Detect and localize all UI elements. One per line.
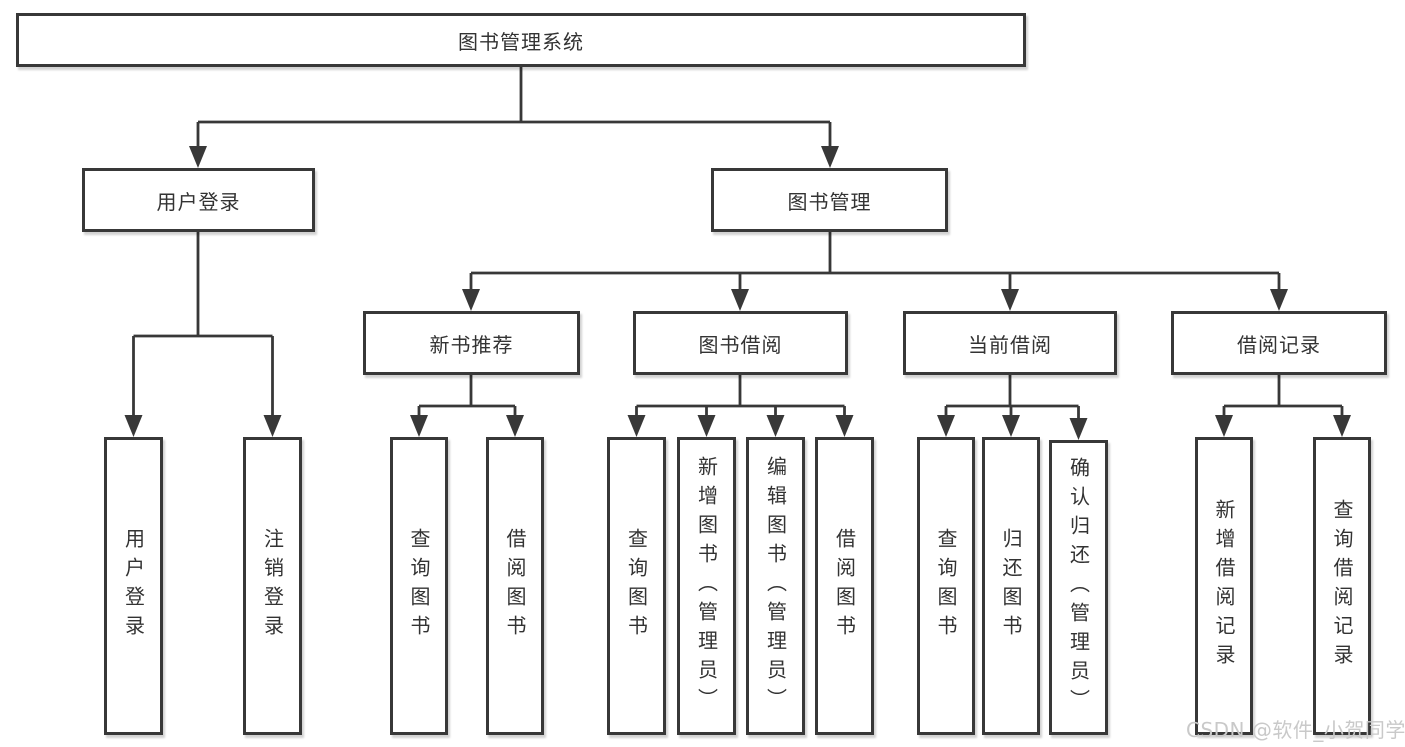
node-current-borrow: 当前借阅 (903, 311, 1117, 375)
node-label: 用户登录 (121, 528, 146, 644)
node-label: 图书管理系统 (458, 29, 584, 54)
node-leaf-add-book-admin: 新增图书（管理员） (677, 437, 736, 735)
node-label: 编辑图书（管理员） (763, 455, 788, 717)
node-label: 新增图书（管理员） (694, 455, 719, 717)
node-label: 查询图书 (407, 528, 431, 644)
node-leaf-query-book-1: 查询图书 (390, 437, 448, 735)
node-new-book-recommend: 新书推荐 (363, 311, 580, 375)
node-leaf-borrow-book-2: 借阅图书 (815, 437, 874, 735)
node-label: 查询图书 (934, 528, 958, 644)
connector-current-borrow-to-children (937, 375, 1088, 440)
node-book-management: 图书管理 (711, 168, 948, 232)
node-leaf-user-login: 用户登录 (104, 437, 163, 735)
node-label: 查询图书 (624, 528, 649, 644)
node-leaf-borrow-book-1: 借阅图书 (486, 437, 544, 735)
node-user-login: 用户登录 (82, 168, 315, 232)
node-leaf-return-book: 归还图书 (982, 437, 1040, 735)
node-label: 借阅图书 (503, 528, 527, 644)
node-label: 归还图书 (999, 528, 1023, 644)
node-label: 确认归还（管理员） (1066, 457, 1091, 718)
node-leaf-query-book-2: 查询图书 (607, 437, 666, 735)
connector-book-management-to-children (462, 232, 1288, 311)
connector-borrow-record-to-children (1215, 375, 1351, 437)
node-label: 注销登录 (260, 528, 285, 644)
node-leaf-logout: 注销登录 (243, 437, 302, 735)
node-book-borrow: 图书借阅 (633, 311, 848, 375)
node-library-management-system: 图书管理系统 (16, 13, 1026, 67)
node-label: 新书推荐 (429, 332, 514, 357)
node-label: 当前借阅 (968, 332, 1052, 357)
connector-book-borrow-to-children (627, 375, 854, 437)
node-label: 借阅记录 (1237, 332, 1321, 357)
node-leaf-confirm-return-admin: 确认归还（管理员） (1049, 440, 1108, 735)
connector-root-to-branches (189, 67, 839, 168)
csdn-watermark: CSDN @软件_小贺同学 (1186, 718, 1405, 742)
node-label: 查询借阅记录 (1330, 499, 1354, 673)
connector-new-book-to-children (410, 375, 524, 437)
node-leaf-add-borrow-record: 新增借阅记录 (1195, 437, 1253, 735)
node-borrow-record: 借阅记录 (1171, 311, 1387, 375)
node-label: 图书管理 (787, 189, 872, 214)
node-label: 用户登录 (156, 189, 241, 214)
node-label: 图书借阅 (698, 332, 783, 357)
node-label: 新增借阅记录 (1212, 499, 1236, 673)
node-leaf-query-borrow-record: 查询借阅记录 (1313, 437, 1371, 735)
node-label: 借阅图书 (832, 528, 857, 644)
connector-user-login-to-children (124, 232, 282, 437)
node-leaf-query-book-3: 查询图书 (917, 437, 975, 735)
node-leaf-edit-book-admin: 编辑图书（管理员） (746, 437, 805, 735)
